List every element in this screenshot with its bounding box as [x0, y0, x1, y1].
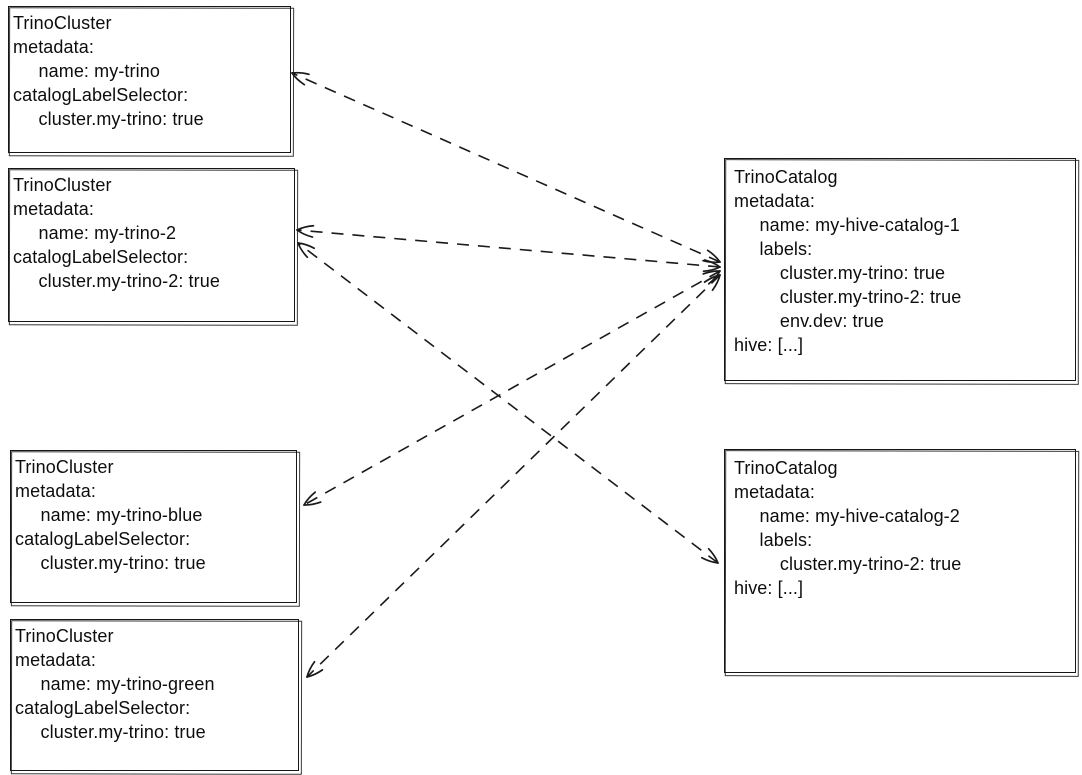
- arrowhead-icon: [303, 491, 317, 506]
- yaml-line: env.dev: true: [734, 311, 884, 331]
- yaml-line: metadata:: [13, 37, 94, 57]
- arrowhead-icon: [306, 660, 316, 678]
- yaml-line: name: my-trino-blue: [15, 505, 203, 525]
- yaml-line: cluster.my-trino: true: [13, 109, 204, 129]
- resource-kind: TrinoCatalog: [734, 458, 838, 478]
- yaml-line: cluster.my-trino: true: [15, 553, 206, 573]
- yaml-line: catalogLabelSelector:: [15, 529, 191, 549]
- arrowhead-icon: [303, 501, 322, 506]
- yaml-line: hive: [...]: [734, 578, 804, 598]
- yaml-line: cluster.my-trino: true: [15, 722, 206, 742]
- arrowhead-icon: [700, 556, 719, 564]
- trinocluster-my-trino-box: TrinoCluster metadata: name: my-trino ca…: [8, 6, 291, 153]
- yaml-line: metadata:: [15, 481, 96, 501]
- trinocluster-my-trino-2-box: TrinoCluster metadata: name: my-trino-2 …: [8, 168, 295, 322]
- arrowhead-icon: [297, 242, 316, 250]
- edge-catalog1-my-trino-green: [306, 274, 721, 678]
- yaml-line: catalogLabelSelector:: [13, 247, 189, 267]
- arrowhead-icon: [706, 249, 721, 263]
- resource-kind: TrinoCluster: [13, 175, 112, 195]
- yaml-line: name: my-hive-catalog-1: [734, 215, 960, 235]
- yaml-line: name: my-hive-catalog-2: [734, 506, 960, 526]
- arrowhead-icon: [291, 72, 306, 86]
- trinocatalog-my-hive-catalog-1-box: TrinoCatalog metadata: name: my-hive-cat…: [724, 158, 1076, 381]
- yaml-line: cluster.my-trino-2: true: [734, 554, 962, 574]
- yaml-line: metadata:: [13, 199, 94, 219]
- edge-catalog2-my-trino-2: [297, 242, 719, 564]
- yaml-line: metadata:: [15, 650, 96, 670]
- arrowhead-icon: [306, 669, 324, 678]
- yaml-line: name: my-trino-green: [15, 674, 215, 694]
- arrowhead-icon: [703, 274, 721, 283]
- yaml-line: catalogLabelSelector:: [13, 85, 189, 105]
- yaml-line: metadata:: [734, 191, 815, 211]
- arrowhead-icon: [702, 270, 721, 275]
- resource-kind: TrinoCatalog: [734, 167, 838, 187]
- yaml-line: name: my-trino-2: [13, 223, 177, 243]
- yaml-line: catalogLabelSelector:: [15, 698, 191, 718]
- arrowhead-icon: [291, 71, 310, 76]
- yaml-line: cluster.my-trino-2: true: [734, 287, 962, 307]
- yaml-line: cluster.my-trino-2: true: [13, 271, 220, 291]
- arrowhead-icon: [297, 242, 309, 259]
- trinocatalog-my-hive-catalog-2-box: TrinoCatalog metadata: name: my-hive-cat…: [724, 449, 1076, 673]
- trinocluster-my-trino-blue-box: TrinoCluster metadata: name: my-trino-bl…: [10, 450, 297, 603]
- yaml-line: labels:: [734, 530, 813, 550]
- yaml-line: cluster.my-trino: true: [734, 263, 946, 283]
- arrowhead-icon: [703, 259, 721, 268]
- edge-catalog1-my-trino-2: [296, 224, 721, 273]
- yaml-line: labels:: [734, 239, 813, 259]
- arrowhead-icon: [711, 274, 721, 292]
- resource-kind: TrinoCluster: [13, 13, 112, 33]
- yaml-line: metadata:: [734, 482, 815, 502]
- arrowhead-icon: [702, 266, 721, 273]
- arrowhead-icon: [296, 224, 315, 231]
- yaml-line: hive: [...]: [734, 335, 804, 355]
- edge-catalog1-my-trino-blue: [303, 270, 721, 506]
- arrowhead-icon: [707, 547, 719, 564]
- yaml-line: name: my-trino: [13, 61, 160, 81]
- arrowhead-icon: [707, 270, 721, 285]
- arrowhead-icon: [702, 259, 721, 264]
- resource-kind: TrinoCluster: [15, 457, 114, 477]
- arrowhead-icon: [296, 229, 314, 238]
- trinocluster-my-trino-green-box: TrinoCluster metadata: name: my-trino-gr…: [10, 619, 299, 771]
- resource-kind: TrinoCluster: [15, 626, 114, 646]
- edge-catalog1-my-trino: [291, 71, 721, 264]
